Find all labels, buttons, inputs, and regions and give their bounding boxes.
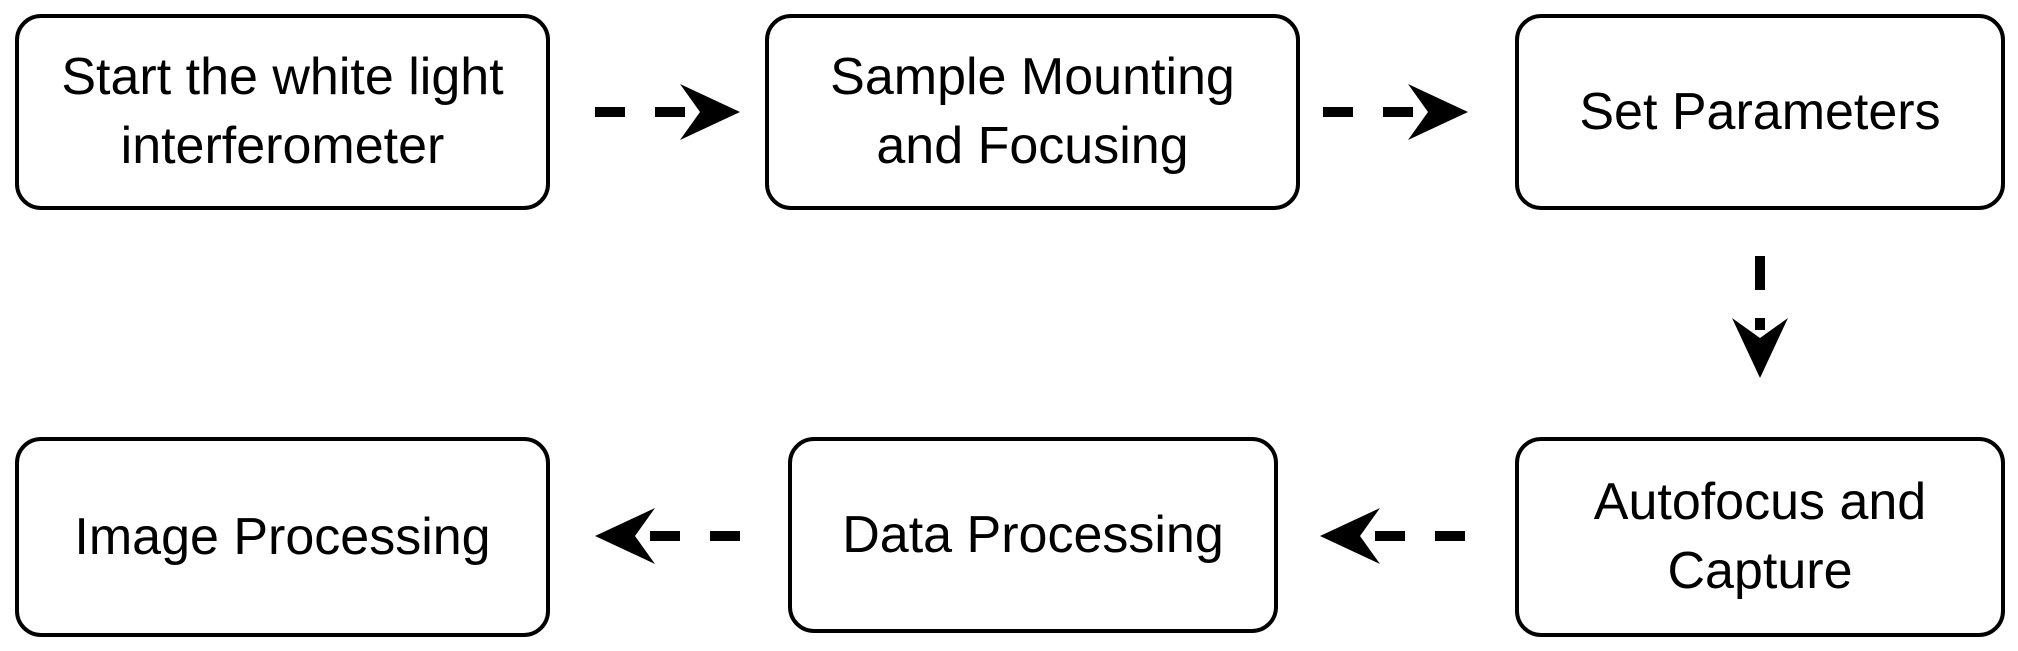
node-set-parameters: Set Parameters (1515, 14, 2005, 210)
node-sample-mounting: Sample Mounting and Focusing (765, 14, 1300, 210)
node-image-processing: Image Processing (15, 437, 550, 637)
arrowhead (1320, 508, 1380, 564)
arrowhead (595, 508, 655, 564)
node-label: Set Parameters (1579, 82, 1941, 141)
edge-arrow-5 (595, 508, 740, 564)
node-label: Start the white light interferometer (61, 48, 504, 175)
node-label: Image Processing (74, 507, 491, 566)
edge-arrow-4 (1320, 508, 1465, 564)
edge-arrow-1 (595, 84, 740, 140)
node-autofocus-capture: Autofocus and Capture (1515, 437, 2005, 637)
node-label: Sample Mounting and Focusing (830, 48, 1235, 175)
node-label: Autofocus and Capture (1593, 473, 1927, 600)
edge-arrow-3 (1732, 256, 1788, 378)
arrowhead (680, 84, 740, 140)
arrowhead (1408, 84, 1468, 140)
arrowhead (1732, 318, 1788, 378)
node-label: Data Processing (842, 505, 1224, 564)
node-start-interferometer: Start the white light interferometer (15, 14, 550, 210)
node-data-processing: Data Processing (788, 437, 1278, 633)
edge-arrow-2 (1323, 84, 1468, 140)
